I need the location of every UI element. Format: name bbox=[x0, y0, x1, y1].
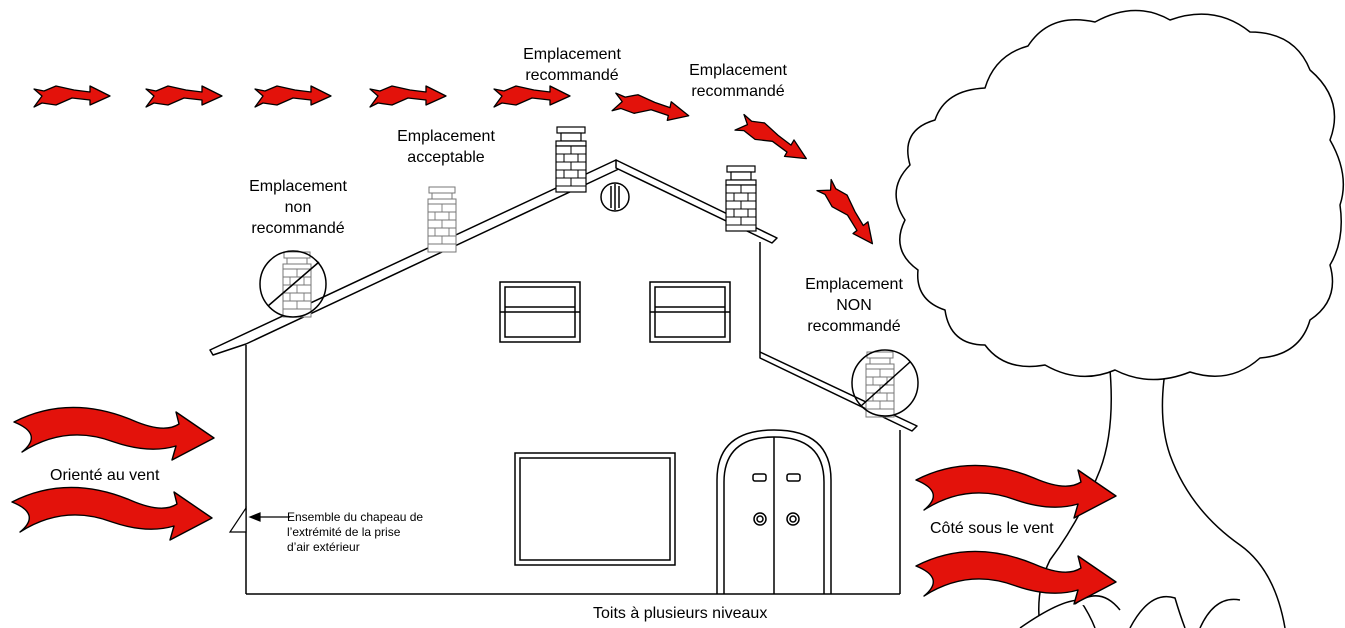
attic-vent bbox=[600, 182, 630, 212]
pointer-arrow bbox=[248, 512, 290, 522]
label-leeward: Côté sous le vent bbox=[930, 520, 1054, 537]
label-recommended-2: Emplacement recommandé bbox=[689, 62, 787, 100]
label-acceptable: Emplacement acceptable bbox=[397, 128, 495, 166]
door bbox=[716, 429, 832, 594]
wind-arrow-1 bbox=[33, 85, 111, 108]
label-not-recommended-right: Emplacement NON recommandé bbox=[805, 276, 903, 335]
windward-arrow-bottom bbox=[11, 486, 213, 541]
wind-arrow-7 bbox=[734, 111, 812, 169]
not-recommended-right-symbol bbox=[851, 349, 919, 418]
wind-arrow-2 bbox=[145, 85, 223, 108]
chimney-recommended-1 bbox=[555, 126, 587, 193]
chimney-acceptable bbox=[427, 186, 457, 253]
upper-window-right bbox=[649, 281, 731, 343]
lower-window bbox=[514, 452, 676, 566]
wind-arrow-5 bbox=[493, 85, 571, 108]
label-not-recommended-left: Emplacement non recommandé bbox=[249, 178, 347, 237]
label-cap-assembly: Ensemble du chapeau de l’extrémité de la… bbox=[287, 510, 424, 554]
leeward-arrow-bottom bbox=[915, 550, 1117, 605]
windward-arrow-top bbox=[13, 406, 215, 461]
not-recommended-left-symbol bbox=[259, 250, 327, 318]
label-windward: Orienté au vent bbox=[50, 467, 160, 484]
upper-window-left bbox=[499, 281, 581, 343]
label-recommended-1: Emplacement recommandé bbox=[523, 46, 621, 84]
main-roof bbox=[209, 159, 624, 356]
house bbox=[245, 242, 901, 595]
wind-arrow-8 bbox=[816, 177, 881, 252]
air-intake-cap bbox=[228, 506, 247, 533]
diagram-caption: Toits à plusieurs niveaux bbox=[593, 605, 768, 622]
chimney-recommended-2 bbox=[725, 165, 757, 232]
wind-arrow-4 bbox=[369, 85, 447, 108]
wind-arrow-3 bbox=[254, 85, 332, 108]
